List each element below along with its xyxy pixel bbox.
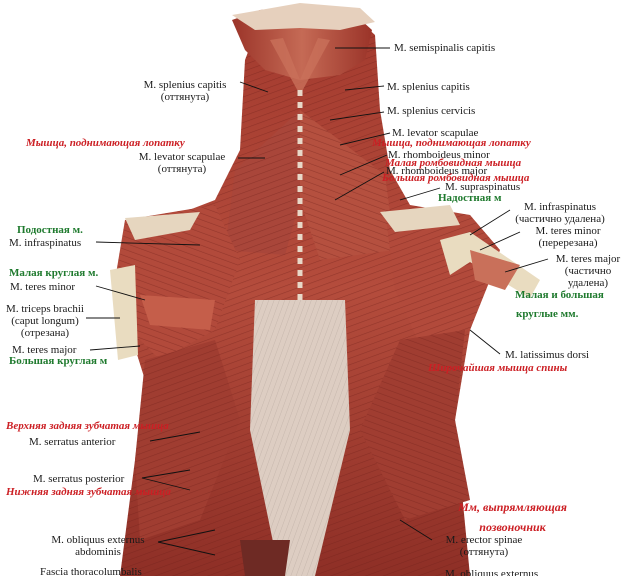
label-splenius-capitis-left-line2: (оттянута): [160, 91, 210, 103]
label-ru-rhomboid-major: Большая ромбовидная мышца: [382, 172, 530, 184]
label-splenius-capitis-right: M. splenius capitis: [387, 81, 470, 93]
label-obliquus: M. obliquus externus abdominis: [40, 534, 156, 558]
label-ru-latissimus: Широчайшая мышца спины: [428, 362, 568, 374]
label-splenius-capitis-left-line1: M. splenius capitis: [143, 79, 227, 91]
label-ru-infraspinatus-left: Подостная м.: [17, 224, 83, 236]
label-rhomboideus-minor: M. rhomboideus minor: [388, 149, 490, 161]
label-ru-teres-right-2: круглые мм.: [516, 308, 579, 320]
label-splenius-cervicis: M. splenius cervicis: [387, 105, 476, 117]
label-rhomboideus-major: M. rhomboideus major: [386, 165, 488, 177]
label-erector-spinae: M. erector spinae (оттянута): [434, 534, 534, 558]
label-teres-minor-right: M. teres minor (перерезана): [518, 225, 618, 249]
label-levator-scapulae-left: M. levator scapulae (оттянута): [125, 151, 239, 175]
leader-lines: [86, 47, 549, 556]
label-teres-major-right-line2: (частично: [564, 265, 612, 277]
label-ru-teres-minor-left: Малая круглая м.: [9, 267, 99, 279]
label-serratus-posterior: M. serratus posterior: [33, 473, 125, 485]
label-fascia-thoracolumbalis: Fascia thoracolumbalis: [40, 566, 142, 576]
label-semispinalis-capitis: M. semispinalis capitis: [394, 42, 496, 54]
label-teres-minor-right-line2: (перерезана): [538, 237, 598, 249]
label-serratus-anterior: M. serratus anterior: [29, 436, 116, 448]
label-ru-erector: Мм, выпрямляющая позвоночник: [440, 497, 585, 537]
label-triceps-line2: (caput longum): [11, 315, 79, 327]
label-ru-supraspinatus: Надостная м: [438, 192, 502, 204]
label-triceps-line1: M. triceps brachii: [6, 303, 84, 315]
label-ru-levator-right: Мышца, поднимающая лопатку: [372, 137, 531, 149]
label-ru-teres-right-1: Малая и большая: [515, 289, 604, 301]
label-ru-serratus-sup: Верхняя задняя зубчатая мышца: [6, 420, 169, 432]
neck-muscles: [232, 3, 375, 95]
label-triceps-line3: (отрезана): [20, 327, 70, 339]
label-levator-scapulae-left-line1: M. levator scapulae: [138, 151, 226, 163]
label-infraspinatus-right-line2: (частично удалена): [515, 213, 605, 225]
label-ru-erector-line2: позвоночник: [479, 520, 546, 534]
label-splenius-capitis-left: M. splenius capitis (оттянута): [130, 79, 240, 103]
label-teres-major-left: M. teres major: [12, 344, 77, 356]
label-erector-spinae-line1: M. erector spinae: [445, 534, 523, 546]
thoracolumbar-fascia: [250, 300, 350, 576]
label-levator-scapulae-right: M. levator scapulae: [392, 127, 479, 139]
label-infraspinatus-right-line1: M. infraspinatus: [523, 201, 597, 213]
label-ru-erector-line1: Мм, выпрямляющая: [458, 500, 567, 514]
label-obliquus-line2: abdominis: [75, 546, 121, 558]
label-ru-serratus-inf: Нижняя задняя зубчатая мышца: [6, 486, 171, 498]
label-infraspinatus-right: M. infraspinatus (частично удалена): [505, 201, 615, 225]
label-triceps: M. triceps brachii (caput longum) (отрез…: [0, 303, 90, 339]
right-shoulder: [380, 205, 540, 345]
label-teres-major-right-line3: удалена): [567, 277, 609, 289]
label-levator-scapulae-left-line2: (оттянута): [157, 163, 207, 175]
label-ru-levator-left: Мышца, поднимающая лопатку: [26, 137, 185, 149]
label-obliquus-line1: M. obliquus externus: [51, 534, 145, 546]
label-infraspinatus-left: M. infraspinatus: [9, 237, 82, 249]
label-teres-major-right-line1: M. teres major: [555, 253, 621, 265]
flanks: [135, 330, 470, 576]
label-teres-minor-left: M. teres minor: [10, 281, 76, 293]
label-obliquus-bottom: M. obliquus externus: [445, 568, 539, 576]
label-teres-major-right: M. teres major (частично удалена): [545, 253, 631, 289]
label-ru-teres-major-left: Большая круглая м: [9, 355, 108, 367]
label-supraspinatus: M. supraspinatus: [445, 181, 521, 193]
rhomboid-region: [225, 110, 395, 260]
label-latissimus: M. latissimus dorsi: [505, 349, 590, 361]
label-ru-rhomboid-minor: Малая ромбовидная мышца: [385, 157, 522, 169]
label-teres-minor-right-line1: M. teres minor: [535, 225, 601, 237]
label-erector-spinae-line2: (оттянута): [459, 546, 509, 558]
